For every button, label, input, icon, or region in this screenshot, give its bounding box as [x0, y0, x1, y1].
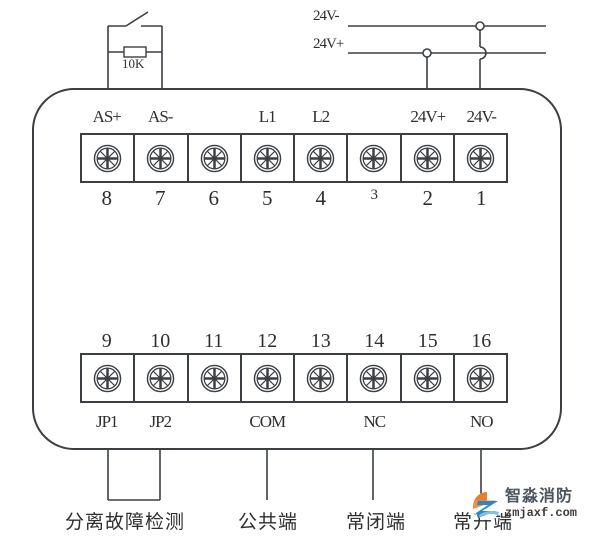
- power-bus-24v-neg: [348, 21, 546, 31]
- com-annotation: 公共端: [237, 512, 299, 533]
- terminal-cell: [186, 135, 240, 181]
- screw-icon: [199, 363, 229, 393]
- terminal-label: L1: [258, 107, 277, 126]
- terminal-label: AS+: [92, 107, 122, 126]
- terminal-strip-row1: [80, 133, 508, 183]
- terminal-number: 7: [155, 186, 166, 210]
- watermark-text: 智淼消防 zmjaxf.com: [505, 488, 578, 520]
- eol-resistor-icon: [108, 46, 162, 58]
- terminal-cell: [239, 135, 293, 181]
- terminal-number: 2: [422, 186, 434, 210]
- terminal-number: 4: [315, 186, 327, 210]
- terminal-labels-row2: JP1 JP2 COM NC NO: [80, 412, 508, 438]
- terminal-cell: [293, 135, 346, 181]
- terminal-number: 9: [101, 330, 112, 352]
- terminal-labels-row1: AS+ AS- L1 L2 24V+ 24V-: [80, 101, 508, 127]
- screw-icon: [359, 143, 389, 173]
- screw-icon: [306, 143, 335, 173]
- screw-icon: [146, 143, 176, 173]
- screw-icon: [306, 363, 335, 393]
- screw-icon: [466, 143, 495, 173]
- terminal-cell: [346, 355, 399, 401]
- terminal-number: 15: [417, 330, 438, 352]
- screw-icon: [93, 363, 122, 393]
- terminal-number: 12: [257, 330, 278, 352]
- terminal-number: 8: [101, 186, 113, 210]
- jumper-annotation: 分离故障检测: [64, 512, 186, 533]
- screw-icon: [412, 363, 442, 393]
- terminal-number: 5: [262, 186, 273, 210]
- terminal-label: JP1: [95, 412, 119, 431]
- brand-logo-icon: [473, 492, 501, 520]
- no-annotation: 常开端: [452, 512, 514, 533]
- terminal-cell: [452, 135, 506, 181]
- screw-icon: [253, 143, 282, 173]
- terminal-numbers-row2: 9 10 11 12 13 14 15 16: [80, 327, 508, 353]
- watermark: 智淼消防 zmjaxf.com: [472, 489, 577, 521]
- terminal-label: COM: [249, 412, 286, 431]
- resistor-value-label: 10K: [122, 56, 145, 71]
- terminal-cell: [133, 135, 186, 181]
- power-24v-pos-label: 24V+: [313, 36, 344, 52]
- terminal-cell: [293, 355, 346, 401]
- terminal-cell: [452, 355, 506, 401]
- power-drop-24v-neg: [479, 30, 487, 88]
- screw-icon: [412, 143, 442, 173]
- terminal-label: L2: [312, 107, 330, 126]
- terminal-cell: [346, 135, 399, 181]
- terminal-number: 10: [150, 330, 171, 352]
- screw-icon: [359, 363, 389, 393]
- terminal-label: JP2: [149, 412, 172, 431]
- screw-icon: [146, 363, 176, 393]
- terminal-cell: [399, 355, 453, 401]
- screw-icon: [466, 363, 495, 393]
- screw-icon: [199, 143, 229, 173]
- terminal-number: 13: [310, 330, 331, 352]
- eol-switch-icon: [108, 11, 162, 27]
- nc-annotation: 常闭端: [345, 512, 407, 533]
- terminal-cell: [239, 355, 293, 401]
- terminal-label: NO: [469, 412, 494, 431]
- terminal-number: 11: [204, 330, 224, 352]
- terminal-numbers-row1: 8 7 6 5 4 3 2 1: [80, 186, 508, 212]
- terminal-label: AS-: [148, 107, 173, 126]
- jumper-loop-jp1-jp2: [107, 450, 161, 501]
- terminal-strip-row2: [80, 353, 508, 403]
- terminal-number: 14: [364, 330, 385, 352]
- terminal-number: 3: [370, 187, 379, 203]
- terminal-number: 16: [471, 330, 492, 352]
- terminal-label: 24V+: [410, 107, 446, 126]
- power-bus-24v-pos: [348, 48, 546, 58]
- terminal-cell: [82, 355, 133, 401]
- screw-icon: [93, 143, 122, 173]
- brand-site: zmjaxf.com: [505, 506, 578, 520]
- terminal-label: NC: [363, 412, 386, 431]
- terminal-number: 6: [208, 186, 220, 210]
- terminal-cell: [82, 135, 133, 181]
- terminal-cell: [186, 355, 240, 401]
- terminal-cell: [399, 135, 453, 181]
- screw-icon: [253, 363, 282, 393]
- power-24v-neg-label: 24V-: [313, 8, 339, 24]
- terminal-label: 24V-: [466, 107, 497, 126]
- terminal-cell: [133, 355, 186, 401]
- terminal-number: 1: [476, 186, 487, 210]
- brand-name: 智淼消防: [505, 488, 574, 505]
